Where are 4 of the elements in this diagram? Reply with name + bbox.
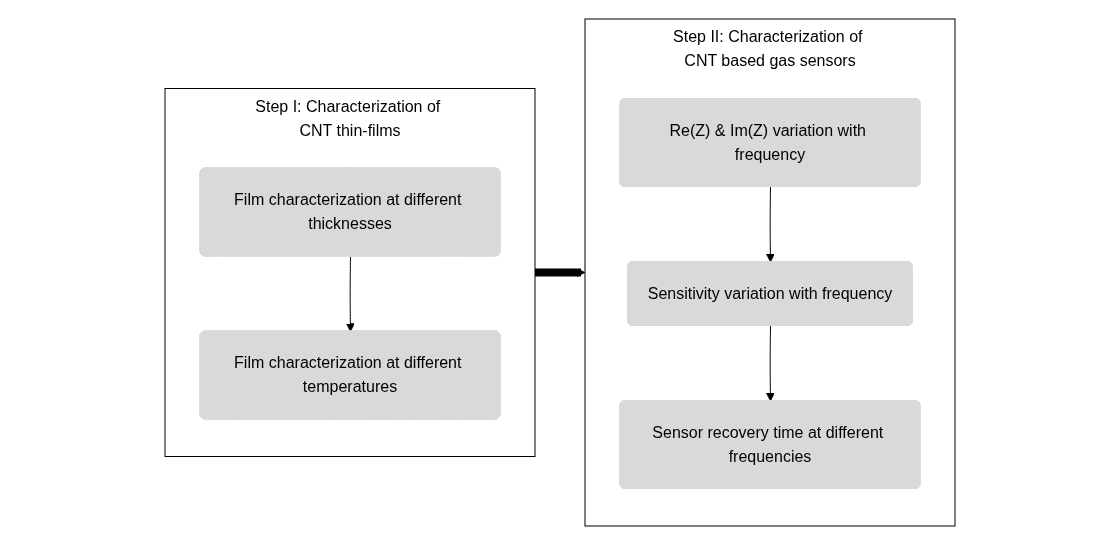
arrow <box>345 256 355 332</box>
arrow <box>765 186 775 263</box>
arrow <box>765 325 775 402</box>
arrow <box>534 268 585 277</box>
